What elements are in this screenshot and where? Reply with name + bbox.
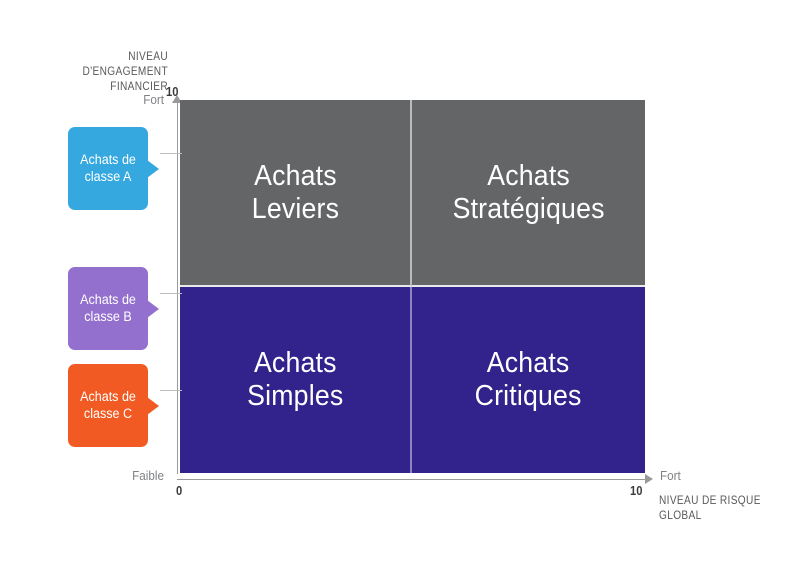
callout-badge-classe-b[interactable]: Achats de classe B xyxy=(68,267,159,350)
quadrant-achats-strategiques[interactable]: Achats Stratégiques xyxy=(412,100,645,287)
quadrant-label-achats-strategiques: Achats Stratégiques xyxy=(452,159,605,225)
callout-connector-classe-a xyxy=(160,153,182,154)
quadrant-matrix: Achats Leviers Achats Stratégiques Achat… xyxy=(180,100,645,473)
x-axis-title: NIVEAU DE RISQUE GLOBAL xyxy=(659,495,761,522)
x-axis-arrow-icon xyxy=(645,474,653,484)
quadrant-achats-leviers[interactable]: Achats Leviers xyxy=(180,100,412,287)
quadrant-label-achats-simples: Achats Simples xyxy=(246,347,344,412)
callout-label-classe-a: Achats de classe A xyxy=(80,152,136,184)
callout-connector-classe-b xyxy=(160,293,182,294)
quadrant-achats-critiques[interactable]: Achats Critiques xyxy=(412,287,645,473)
callout-badge-classe-a[interactable]: Achats de classe A xyxy=(68,127,159,210)
y-axis-title: NIVEAU D'ENGAGEMENT FINANCIER xyxy=(82,51,168,93)
x-axis-right-label: Fort xyxy=(660,468,681,483)
quadrant-achats-simples[interactable]: Achats Simples xyxy=(180,287,412,473)
y-axis-bottom-label: Faible xyxy=(132,468,164,483)
y-axis-top-label: Fort xyxy=(143,92,164,107)
x-axis-min-tick: 0 xyxy=(176,483,183,498)
quadrant-label-achats-leviers: Achats Leviers xyxy=(251,159,339,225)
callout-badge-classe-c[interactable]: Achats de classe C xyxy=(68,364,159,447)
x-axis-max-tick: 10 xyxy=(630,483,643,498)
x-axis-line xyxy=(177,479,647,480)
quadrant-label-achats-critiques: Achats Critiques xyxy=(475,347,582,412)
callout-label-classe-c: Achats de classe C xyxy=(80,389,136,421)
y-axis-line xyxy=(177,99,178,474)
callout-connector-classe-c xyxy=(160,390,182,391)
callout-label-classe-b: Achats de classe B xyxy=(80,292,136,324)
